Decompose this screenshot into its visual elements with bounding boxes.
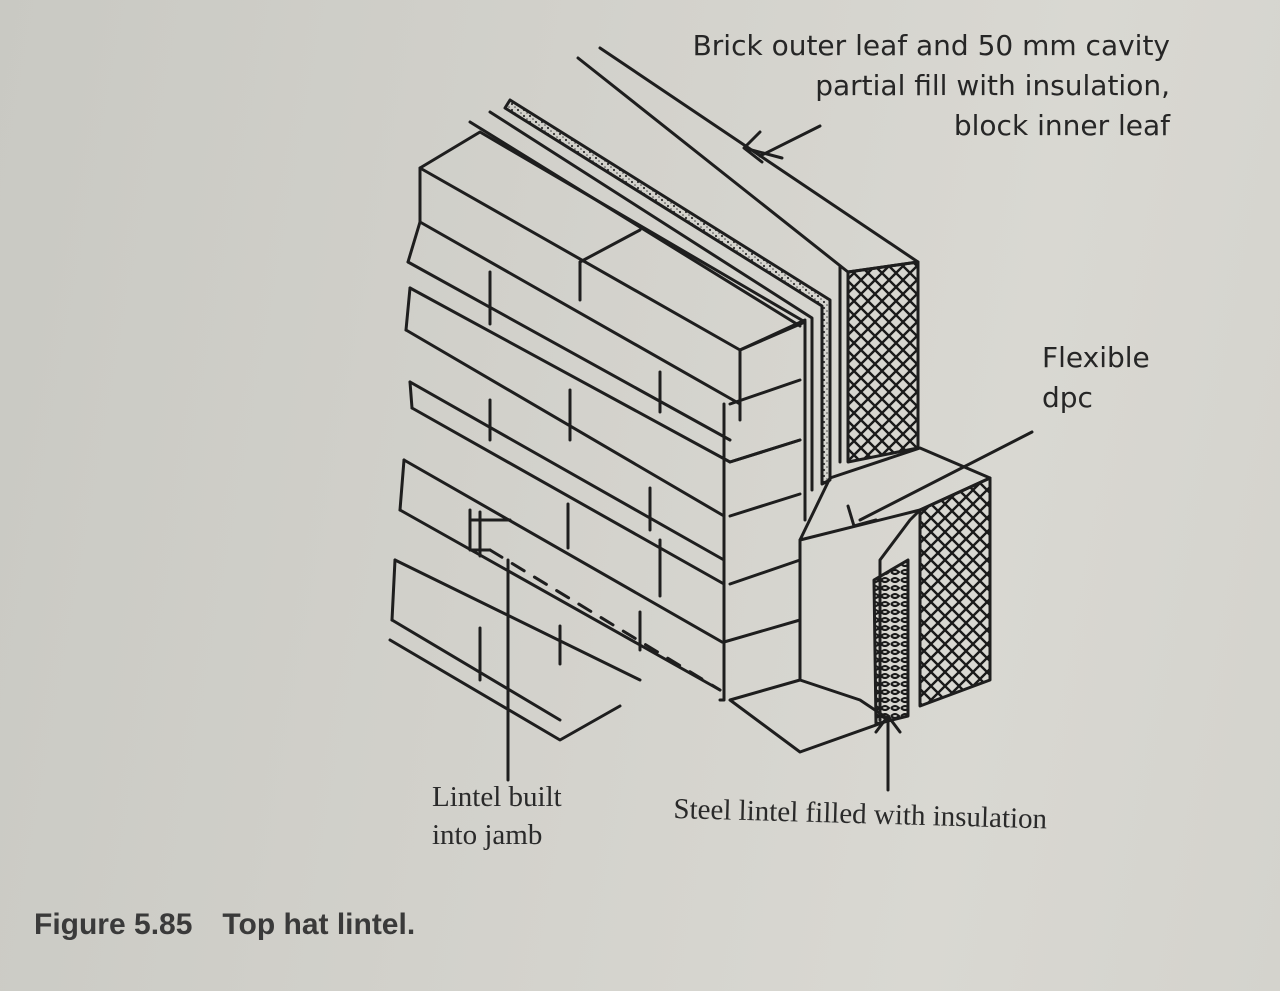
label-lintel-jamb: Lintel built into jamb [432,778,562,854]
cavity-insulation [503,98,832,486]
leader-dpc [858,430,1034,522]
leader-wall [758,124,822,158]
figure-number: Figure 5.85 [34,908,193,941]
label-wall-line-3: block inner leaf [953,109,1170,142]
label-dpc-line-2: dpc [1042,381,1093,414]
label-dpc-line-1: Flexible [1042,341,1150,374]
label-wall-construction: Brick outer leaf and 50 mm cavity partia… [690,26,1170,146]
brick-courses [388,220,802,742]
steel-lintel-flange [728,678,892,754]
perpend-joints [478,228,662,682]
figure-caption: Figure 5.85 Top hat lintel. [34,908,415,942]
label-wall-line-2: partial fill with insulation, [815,69,1170,102]
label-wall-line-1: Brick outer leaf and 50 mm cavity [692,29,1170,62]
steel-lintel-face [918,476,992,708]
block-inner-leaf-end [846,260,920,464]
figure-title: Top hat lintel. [222,908,416,941]
label-flexible-dpc: Flexible dpc [1042,338,1150,418]
jamb-dashed-line [488,548,722,692]
label-jamb-line-1: Lintel built [432,781,562,813]
steel-lintel-top [798,446,992,542]
label-jamb-line-2: into jamb [432,819,543,851]
lintel-insulation [872,558,910,726]
